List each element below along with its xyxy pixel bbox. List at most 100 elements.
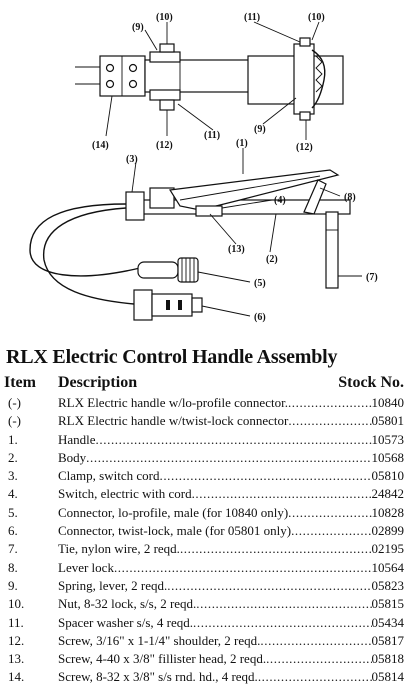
- row-leader-dots: [288, 504, 371, 522]
- table-row: 3.Clamp, switch cord05810: [0, 467, 412, 485]
- row-item: 14.: [8, 669, 25, 685]
- row-description: Spring, lever, 2 reqd.: [58, 577, 168, 593]
- header-description: Description: [58, 374, 138, 391]
- top-view-lever: [247, 37, 344, 121]
- row-description-line: Spring, lever, 2 reqd. 05823: [58, 577, 404, 595]
- row-description-line: Spacer washer s/s, 4 reqd. 05434: [58, 614, 404, 632]
- callout-2: (2): [266, 254, 278, 265]
- row-item: (-): [8, 413, 21, 429]
- row-item: 1.: [8, 431, 18, 447]
- row-description: Screw, 3/16" x 1-1/4" shoulder, 2 reqd.: [58, 632, 261, 648]
- callout-9b: (9): [254, 124, 266, 135]
- table-row: 5. Connector, lo-profile, male (for 10840…: [0, 504, 412, 522]
- table-row: 1. Handle 10573: [0, 431, 412, 449]
- row-description-line: Connector, twist-lock, male (for 05801 o…: [58, 522, 404, 540]
- callout-6: (6): [254, 312, 266, 323]
- row-stock: 05810: [371, 468, 405, 484]
- row-description: Screw, 4-40 x 3/8" fillister head, 2 req…: [58, 651, 267, 667]
- callout-14: (14): [92, 140, 109, 151]
- callout-10a: (10): [156, 12, 173, 23]
- row-leader-dots: [114, 559, 372, 577]
- row-description: Screw, 8-32 x 3/8" s/s rnd. hd., 4 reqd.: [58, 669, 258, 685]
- row-item: 7.: [8, 541, 18, 557]
- row-description: Lever lock: [58, 559, 114, 575]
- table-row: 14. Screw, 8-32 x 3/8" s/s rnd. hd., 4 re…: [0, 668, 412, 686]
- row-description-line: Body 10568: [58, 449, 404, 467]
- side-view: [29, 169, 351, 321]
- row-stock: 05823: [371, 577, 405, 593]
- callout-4: (4): [274, 195, 286, 206]
- row-description: Connector, twist-lock, male (for 05801 o…: [58, 523, 292, 539]
- row-description: Nut, 8-32 lock, s/s, 2 reqd.: [58, 596, 197, 612]
- callout-5: (5): [254, 278, 266, 289]
- callout-8: (8): [344, 192, 356, 203]
- row-item: 6.: [8, 523, 18, 539]
- table-row: 13. Screw, 4-40 x 3/8" fillister head, 2 …: [0, 650, 412, 668]
- row-item: 11.: [8, 614, 24, 630]
- header-item: Item: [4, 374, 36, 391]
- row-description-line: Screw, 3/16" x 1-1/4" shoulder, 2 reqd.0…: [58, 632, 404, 650]
- row-item: 9.: [8, 577, 18, 593]
- row-stock: 10568: [371, 449, 405, 465]
- row-leader-dots: [196, 595, 371, 613]
- row-description: Clamp, switch cord: [58, 468, 160, 484]
- row-description-line: Screw, 4-40 x 3/8" fillister head, 2 req…: [58, 650, 404, 668]
- row-stock: 10828: [371, 504, 405, 520]
- row-item: 13.: [8, 651, 25, 667]
- callout-3: (3): [126, 154, 138, 165]
- row-description: Spacer washer s/s, 4 reqd.: [58, 614, 194, 630]
- table-row: (-) RLX Electric handle w/lo-profile conn…: [0, 394, 412, 412]
- row-description: Tie, nylon wire, 2 reqd.: [58, 541, 180, 557]
- callout-7: (7): [366, 272, 378, 283]
- row-item: (-): [8, 395, 21, 410]
- row-description-line: Screw, 8-32 x 3/8" s/s rnd. hd., 4 reqd.…: [58, 668, 404, 686]
- row-leader-dots: [193, 614, 371, 632]
- parts-list: (-) RLX Electric handle w/lo-profile conn…: [0, 394, 412, 687]
- callout-12b: (12): [296, 142, 313, 153]
- callout-13: (13): [228, 244, 245, 255]
- header-stock: Stock No.: [338, 374, 404, 391]
- row-description-line: RLX Electric handle w/twist-lock connect…: [58, 412, 404, 430]
- row-description: Body: [58, 449, 87, 465]
- row-leader-dots: [260, 632, 371, 650]
- page-title: RLX Electric Control Handle Assembly: [6, 346, 338, 368]
- callout-12a: (12): [156, 140, 173, 151]
- leader-lines: [105, 21, 362, 317]
- table-row: 8.Lever lock10564: [0, 559, 412, 577]
- row-stock: 05434: [371, 614, 405, 630]
- row-description-line: Switch, electric with cord 24842: [58, 485, 404, 503]
- row-leader-dots: [159, 467, 371, 485]
- row-leader-dots: [86, 449, 371, 467]
- table-row: 2. Body 10568: [0, 449, 412, 467]
- row-description-line: Lever lock 10564: [58, 559, 404, 577]
- row-description-line: Handle 10573: [58, 431, 404, 449]
- table-row: (-) RLX Electric handle w/twist-lock conn…: [0, 412, 412, 430]
- callout-11a: (11): [204, 130, 220, 141]
- row-item: 4.: [8, 486, 18, 502]
- callout-9a: (9): [132, 22, 144, 33]
- row-stock: 10573: [371, 431, 405, 447]
- row-leader-dots: [180, 540, 372, 558]
- table-row: 11. Spacer washer s/s, 4 reqd. 05434: [0, 614, 412, 632]
- row-item: 2.: [8, 449, 18, 465]
- row-item: 5.: [8, 504, 18, 520]
- row-leader-dots: [266, 650, 371, 668]
- table-row: 10.Nut, 8-32 lock, s/s, 2 reqd.05815: [0, 595, 412, 613]
- row-description: RLX Electric handle w/twist-lock connect…: [58, 413, 289, 429]
- row-description: Switch, electric with cord: [58, 486, 192, 502]
- row-stock: 24842: [371, 486, 405, 502]
- row-stock: 05815: [371, 596, 405, 612]
- table-row: 7. Tie, nylon wire, 2 reqd. 02195: [0, 540, 412, 558]
- row-description: Handle: [58, 431, 96, 447]
- row-stock: 05818: [371, 651, 405, 667]
- row-stock: 10564: [371, 559, 405, 575]
- row-leader-dots: [288, 412, 371, 430]
- callout-11b: (11): [244, 12, 260, 23]
- row-description-line: RLX Electric handle w/lo-profile connect…: [58, 394, 404, 412]
- table-row: 12. Screw, 3/16" x 1-1/4" shoulder, 2 req…: [0, 632, 412, 650]
- row-item: 12.: [8, 632, 25, 648]
- table-row: 4. Switch, electric with cord 24842: [0, 485, 412, 503]
- row-description-line: Tie, nylon wire, 2 reqd. 02195: [58, 540, 404, 558]
- row-stock: 02195: [371, 541, 405, 557]
- row-description: Connector, lo-profile, male (for 10840 o…: [58, 504, 289, 520]
